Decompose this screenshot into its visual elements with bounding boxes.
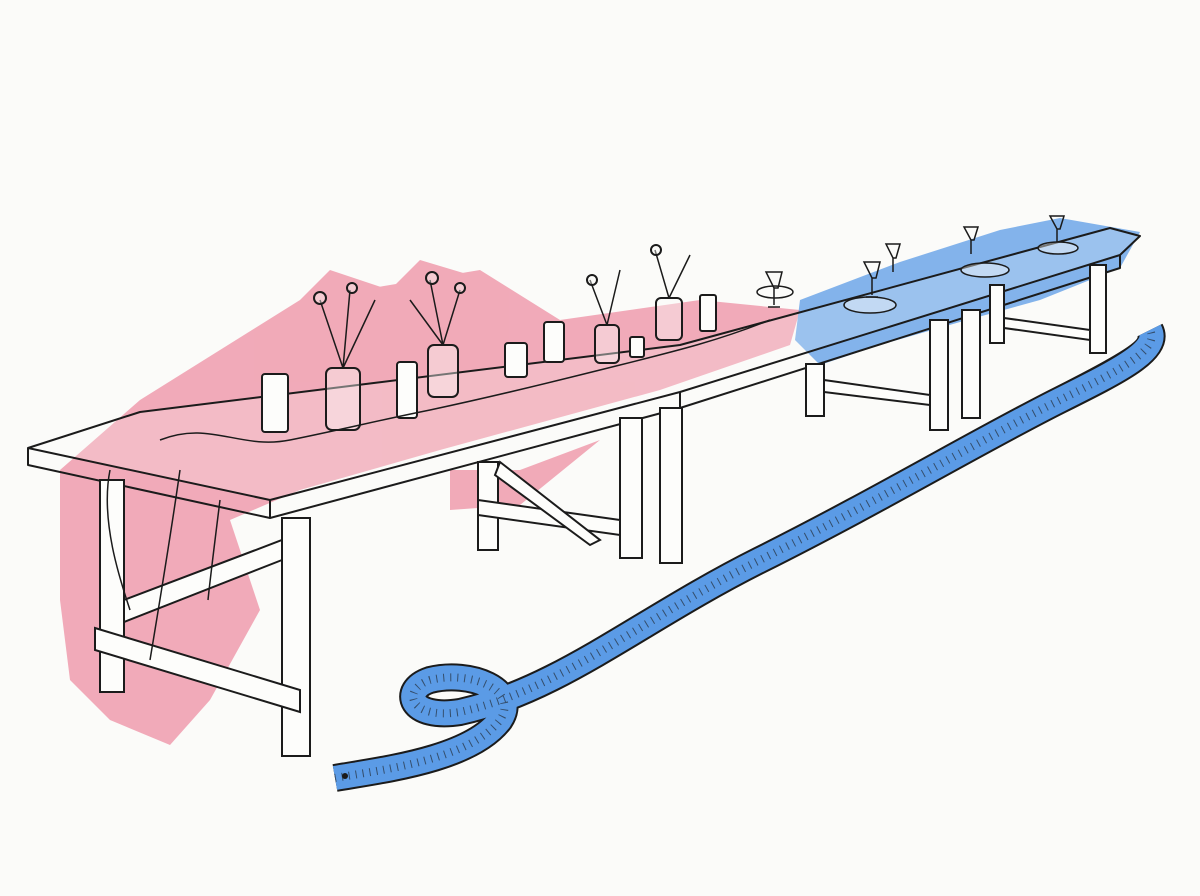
table-legs xyxy=(94,264,1107,757)
tape-measure-illustration xyxy=(332,323,1166,792)
candle-illustration xyxy=(261,294,717,433)
wine-glass-illustration xyxy=(764,215,1066,308)
garland xyxy=(159,319,771,443)
plate-illustration xyxy=(756,241,1079,314)
flower-vase-illustration xyxy=(313,244,691,431)
tabletop xyxy=(27,227,1141,519)
runner-drape xyxy=(106,469,221,661)
tape-hole xyxy=(342,773,348,779)
blue-wash xyxy=(795,218,1140,365)
